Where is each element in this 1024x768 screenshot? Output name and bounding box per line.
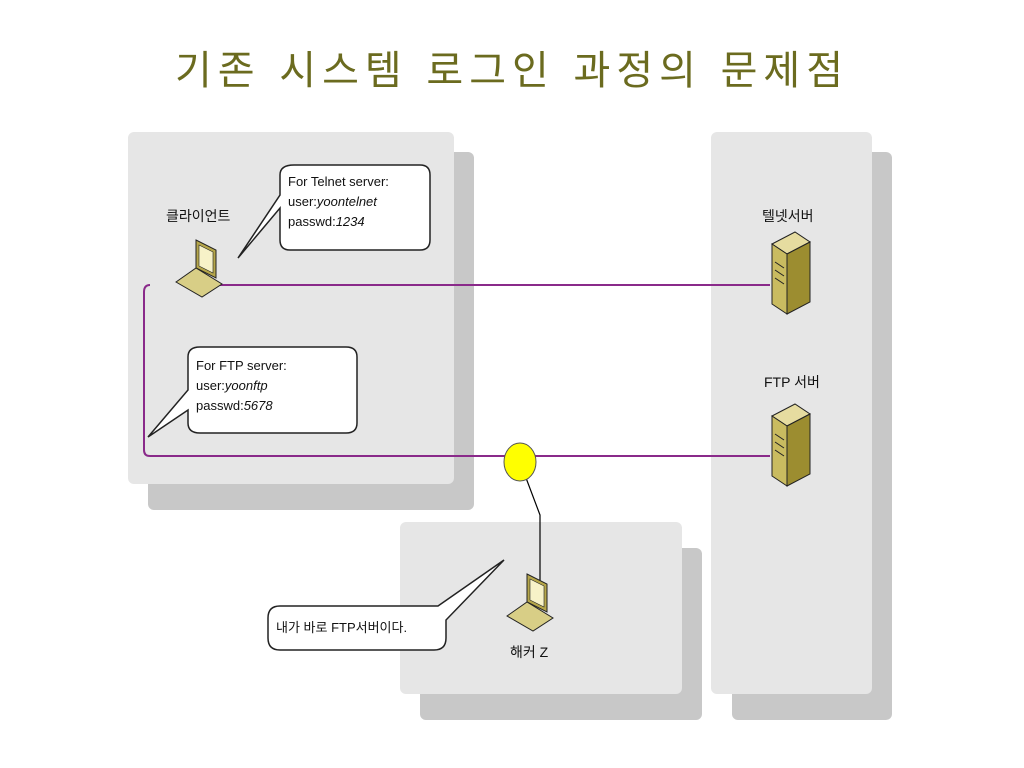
client-label: 클라이언트 (166, 208, 231, 224)
telnet-bubble-pass: passwd:1234 (288, 212, 389, 232)
ftp-pass-key: passwd: (196, 398, 244, 413)
ftp-server-icon (771, 403, 811, 487)
telnet-user-key: user: (288, 194, 317, 209)
ftp-user-value: yoonftp (224, 378, 268, 393)
ftp-bubble-shape (147, 346, 358, 438)
telnet-server-label: 텔넷서버 (762, 208, 814, 224)
hacker-label: 해커 Z (510, 644, 549, 660)
telnet-bubble-heading: For Telnet server: (288, 174, 389, 189)
ftp-bubble-pass: passwd:5678 (196, 396, 287, 416)
telnet-bubble-user: user:yoontelnet (288, 192, 389, 212)
tap-node (503, 442, 537, 482)
client-laptop-icon (175, 239, 223, 298)
ftp-user-key: user: (196, 378, 225, 393)
ftp-bubble-user: user:yoonftp (196, 376, 287, 396)
ftp-server-label: FTP 서버 (764, 374, 820, 390)
hacker-laptop-icon (506, 573, 554, 632)
hacker-bubble-text: 내가 바로 FTP서버이다. (276, 620, 408, 635)
telnet-bubble-shape (237, 164, 431, 259)
ftp-connection-line (143, 284, 770, 457)
page-title: 기존 시스템 로그인 과정의 문제점 (174, 48, 850, 94)
ftp-bubble-heading: For FTP server: (196, 358, 287, 373)
telnet-bubble-text: For Telnet server: user:yoontelnet passw… (288, 172, 389, 232)
telnet-pass-key: passwd: (288, 214, 336, 229)
telnet-server-icon (771, 231, 811, 315)
hacker-bubble-shape (267, 559, 505, 651)
telnet-user-value: yoontelnet (316, 194, 377, 209)
ftp-pass-value: 5678 (243, 398, 273, 413)
ftp-bubble-text: For FTP server: user:yoonftp passwd:5678 (196, 356, 287, 416)
telnet-pass-value: 1234 (335, 214, 365, 229)
